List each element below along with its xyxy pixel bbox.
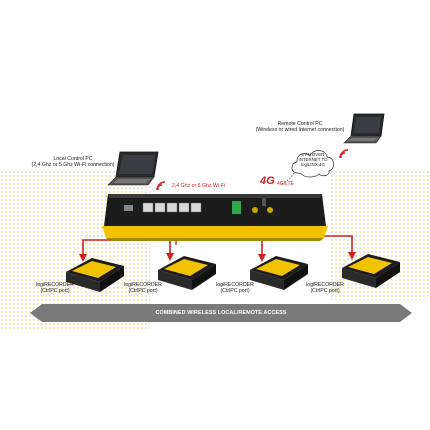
- lte-big-label: 4G: [260, 175, 275, 187]
- local-pc-label: Local Control PC (2,4 Ghz or 5 Ghz Wi-Fi…: [31, 156, 115, 169]
- recorder-label-2: logiRECORDER(CtrlPC port): [124, 282, 162, 295]
- recorder-device: [342, 254, 400, 288]
- wifi-signal-icon-remote: [339, 149, 349, 159]
- access-banner: COMBINED WIRELESS LOCAL/REMOTE ACCESS: [30, 304, 412, 322]
- cloud-icon: [291, 150, 334, 178]
- recorder-label-1: logiRECORDER(CtrlPC port): [36, 282, 74, 295]
- banner-label: COMBINED WIRELESS LOCAL/REMOTE ACCESS: [155, 310, 287, 316]
- recorder-label-3: logiRECORDER(CtrlPC port): [216, 282, 254, 295]
- recorder-device: [158, 256, 216, 290]
- recorder-device: [250, 256, 308, 290]
- remote-pc-label: Remote Control PC (Wireless or wired Int…: [255, 121, 345, 134]
- lte-small-label: 4G/LTE: [277, 181, 294, 187]
- banner-arrow: [30, 304, 412, 322]
- recorder-device: [66, 258, 124, 292]
- wifi-label: 2,4 Ghz or 5 Ghz Wi-Fi: [172, 183, 226, 189]
- vpn-label: VPN OVER INTERNET TO logiLINX-4G: [298, 152, 328, 168]
- recorder-label-4: logiRECORDER(CtrlPC port): [306, 282, 344, 295]
- laptop-icon: [107, 151, 159, 186]
- laptop-icon-remote: [343, 113, 385, 144]
- wifi-signal-icon: [156, 181, 166, 191]
